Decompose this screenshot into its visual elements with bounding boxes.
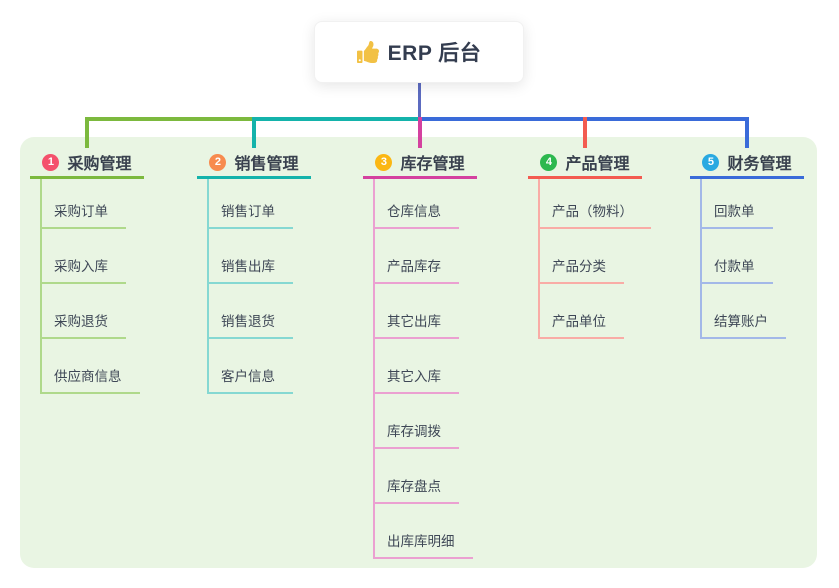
child-row: 库存盘点 (363, 449, 477, 504)
root-node[interactable]: ERP 后台 (314, 21, 524, 83)
child-row: 销售出库 (197, 229, 311, 284)
branch-3-child-1[interactable]: 仓库信息 (373, 200, 459, 229)
branch-3-label: 库存管理 (400, 156, 465, 173)
bus-segment-branch1 (85, 117, 253, 121)
branch-1-children: 采购订单采购入库采购退货供应商信息 (30, 179, 144, 394)
branch-4-underline (528, 176, 642, 179)
drop-line-branch2 (252, 117, 256, 148)
branch-4-badge: 4 (540, 153, 558, 171)
branch-5-child-3[interactable]: 结算账户 (700, 310, 786, 339)
child-row: 其它入库 (363, 339, 477, 394)
child-row: 库存调拨 (363, 394, 477, 449)
drop-line-branch1 (85, 117, 89, 148)
branch-3-child-5[interactable]: 库存调拨 (373, 420, 459, 449)
child-row: 采购入库 (30, 229, 144, 284)
branch-3-child-6[interactable]: 库存盘点 (373, 475, 459, 504)
branch-2-child-4[interactable]: 客户信息 (207, 365, 293, 394)
branch-4-child-1[interactable]: 产品（物料） (538, 200, 651, 229)
branch-2-child-3[interactable]: 销售退货 (207, 310, 293, 339)
branch-2-children: 销售订单销售出库销售退货客户信息 (197, 179, 311, 394)
branch-3-children: 仓库信息产品库存其它出库其它入库库存调拨库存盘点出库库明细 (363, 179, 477, 559)
drop-line-branch5 (745, 117, 749, 148)
branch-4: 4 产品管理产品（物料） 产品分类产品单位 (528, 148, 651, 339)
branch-2-node[interactable]: 2 销售管理 (197, 148, 311, 176)
branch-2-underline (197, 176, 311, 179)
child-row: 产品分类 (528, 229, 642, 284)
branch-1-badge: 1 (42, 153, 60, 171)
branch-3-child-2[interactable]: 产品库存 (373, 255, 459, 284)
branch-4-spine-line (538, 179, 540, 339)
branch-5: 5 财务管理回款单付款单结算账户 (690, 148, 804, 339)
branch-5-child-2[interactable]: 付款单 (700, 255, 773, 284)
branch-3: 3 库存管理仓库信息产品库存其它出库其它入库库存调拨库存盘点出库库明细 (363, 148, 477, 559)
branch-5-badge: 5 (702, 153, 720, 171)
branch-1-child-1[interactable]: 采购订单 (40, 200, 126, 229)
branch-3-spine-line (373, 179, 375, 559)
branch-5-node[interactable]: 5 财务管理 (690, 148, 804, 176)
branch-5-label: 财务管理 (727, 156, 792, 173)
child-row: 付款单 (690, 229, 804, 284)
child-row: 回款单 (690, 179, 804, 229)
branch-4-label: 产品管理 (565, 156, 630, 173)
branch-4-child-3[interactable]: 产品单位 (538, 310, 624, 339)
branch-1-spine-line (40, 179, 42, 394)
branch-5-spine-line (700, 179, 702, 339)
child-row: 产品单位 (528, 284, 642, 339)
bus-segment-branch2 (253, 117, 418, 121)
branch-3-underline (363, 176, 477, 179)
branch-3-node[interactable]: 3 库存管理 (363, 148, 477, 176)
branch-2-label: 销售管理 (234, 156, 299, 173)
child-row: 仓库信息 (363, 179, 477, 229)
root-node-title: ERP 后台 (387, 42, 482, 65)
branch-2-spine-line (207, 179, 209, 394)
branch-5-children: 回款单付款单结算账户 (690, 179, 804, 339)
branch-2-child-1[interactable]: 销售订单 (207, 200, 293, 229)
branch-3-child-3[interactable]: 其它出库 (373, 310, 459, 339)
thumbs-up-icon (356, 41, 379, 63)
branch-4-child-2[interactable]: 产品分类 (538, 255, 624, 284)
branch-4-children: 产品（物料） 产品分类产品单位 (528, 179, 651, 339)
child-row: 产品（物料） (528, 179, 651, 229)
child-row: 销售订单 (197, 179, 311, 229)
child-row: 销售退货 (197, 284, 311, 339)
branch-5-underline (690, 176, 804, 179)
branch-4-node[interactable]: 4 产品管理 (528, 148, 642, 176)
branches-background-panel (20, 137, 817, 568)
branch-1-child-2[interactable]: 采购入库 (40, 255, 126, 284)
child-row: 产品库存 (363, 229, 477, 284)
branch-2-child-2[interactable]: 销售出库 (207, 255, 293, 284)
drop-line-branch3 (418, 117, 422, 148)
branch-3-child-4[interactable]: 其它入库 (373, 365, 459, 394)
child-row: 出库库明细 (363, 504, 477, 559)
branch-3-child-7[interactable]: 出库库明细 (373, 530, 473, 559)
child-row: 采购订单 (30, 179, 144, 229)
branch-1-child-3[interactable]: 采购退货 (40, 310, 126, 339)
branch-1-child-4[interactable]: 供应商信息 (40, 365, 140, 394)
child-row: 其它出库 (363, 284, 477, 339)
child-row: 客户信息 (197, 339, 311, 394)
drop-line-branch4 (583, 117, 587, 148)
branch-2: 2 销售管理销售订单销售出库销售退货客户信息 (197, 148, 311, 394)
branch-3-badge: 3 (375, 153, 393, 171)
branch-1-underline (30, 176, 144, 179)
branch-5-child-1[interactable]: 回款单 (700, 200, 773, 229)
root-connector-stem (417, 81, 421, 120)
branch-1-node[interactable]: 1 采购管理 (30, 148, 144, 176)
child-row: 结算账户 (690, 284, 804, 339)
child-row: 供应商信息 (30, 339, 144, 394)
branch-2-badge: 2 (209, 153, 227, 171)
branch-1: 1 采购管理采购订单采购入库采购退货供应商信息 (30, 148, 144, 394)
child-row: 采购退货 (30, 284, 144, 339)
branch-1-label: 采购管理 (67, 156, 132, 173)
